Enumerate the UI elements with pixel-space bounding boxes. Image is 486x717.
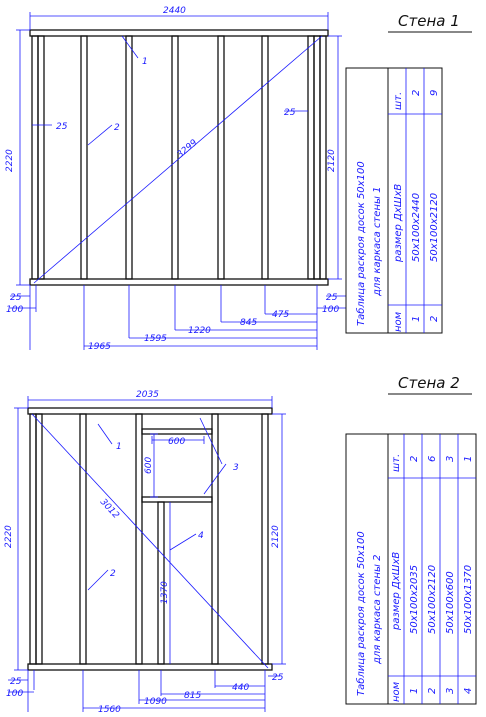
wall2-callout-3: 3 (233, 463, 239, 473)
wall2-dim-1560: 1560 (98, 705, 121, 715)
wall1-dim-bottom-left-25: 25 (10, 293, 22, 303)
wall2-table-header-num: ном (391, 681, 402, 702)
wall1-table-row1-num: 1 (411, 316, 422, 322)
wall1-table-row2-num: 2 (429, 316, 440, 322)
wall1-dim-1595: 1595 (144, 334, 167, 344)
wall2-table-row1-qty: 2 (409, 456, 420, 462)
wall2-callout-4: 4 (198, 531, 204, 541)
wall2-dim-815: 815 (184, 691, 201, 701)
wall2-dimension-labels: 2035 2220 2120 3012 600 600 1370 25 100 … (4, 390, 284, 715)
wall2-dim-diagonal: 3012 (98, 497, 121, 521)
wall2-table: Таблица раскроя досок 50x100 для каркаса… (345, 433, 477, 705)
wall1-dim-stud-right: 25 (284, 108, 296, 118)
wall1-dim-diagonal: 3299 (176, 138, 200, 161)
wall1-dim-height-left: 2220 (5, 149, 15, 172)
wall2-dim-opening-height: 600 (144, 457, 154, 474)
wall2-table-row2-size: 50x100x2120 (427, 565, 438, 634)
wall1-table-caption-1: Таблица раскроя досок 50x100 (355, 161, 367, 326)
wall1-dim-1220: 1220 (188, 326, 211, 336)
wall1-dim-stud-left: 25 (56, 122, 68, 132)
wall2-dim-1370: 1370 (160, 581, 170, 604)
wall2-dimensions (8, 396, 286, 712)
wall2-table-row3-size: 50x100x600 (445, 571, 456, 634)
wall2-dim-bottom-right-25: 25 (272, 673, 284, 683)
wall2-table-row4-size: 50x100x1370 (463, 565, 474, 634)
wall1-table-caption-2: для каркаса стены 1 (372, 187, 383, 297)
wall2-dim-bottom-left-100: 100 (6, 689, 23, 699)
wall1-dim-width: 2440 (163, 6, 186, 16)
wall1-table-row2-size: 50x100x2120 (429, 193, 440, 262)
wall1-table: Таблица раскроя досок 50x100 для каркаса… (345, 67, 443, 334)
wall1-table-row1-qty: 2 (411, 90, 422, 96)
wall1-frame (29, 29, 329, 286)
wall2-dim-opening-width: 600 (168, 437, 185, 447)
wall1-dimensions (10, 12, 346, 350)
wall2-dim-height-left: 2220 (4, 525, 14, 548)
wall1-dim-845: 845 (240, 318, 257, 328)
wall1-dim-bottom-left-100: 100 (6, 305, 23, 315)
wall2-title: Стена 2 (398, 374, 460, 392)
wall2-callout-1: 1 (116, 442, 122, 452)
wall2-dim-440: 440 (232, 683, 249, 693)
wall1-callout-1: 1 (142, 57, 148, 67)
wall2-table-row3-num: 3 (445, 688, 456, 694)
wall2-table-header-size: размер ДхШхВ (391, 552, 402, 631)
wall2-table-row4-num: 4 (463, 688, 474, 694)
wall1-dim-bottom-right-25: 25 (326, 293, 338, 303)
wall2-table-header-qty: шт. (391, 454, 402, 472)
wall1-dim-1965: 1965 (88, 342, 111, 352)
wall2-dim-width: 2035 (136, 390, 159, 400)
wall2-dim-bottom-left-25: 25 (10, 677, 22, 687)
wall2-dim-height-right: 2120 (271, 525, 281, 548)
wall2-table-row2-qty: 6 (427, 456, 438, 462)
wall2-table-row4-qty: 1 (463, 456, 474, 462)
wall1-dim-height-right: 2120 (327, 149, 337, 172)
wall2-table-row1-num: 1 (409, 688, 420, 694)
wall1-table-header-size: размер ДхШхВ (393, 184, 404, 263)
wall2-table-caption-1: Таблица раскроя досок 50x100 (355, 531, 367, 696)
wall1-dim-475: 475 (272, 310, 289, 320)
wall1-table-header-qty: шт. (393, 92, 404, 110)
wall2-table-caption-2: для каркаса стены 2 (372, 555, 383, 665)
wall1-table-row1-size: 50x100x2440 (411, 193, 422, 262)
wall1-dim-bottom-right-100: 100 (322, 305, 339, 315)
wall2-table-row1-size: 50x100x2035 (409, 565, 420, 634)
wall2-callout-2: 2 (110, 569, 116, 579)
wall1-table-row2-qty: 9 (429, 90, 440, 96)
wall2-table-row3-qty: 3 (445, 456, 456, 462)
wall2-dim-1090: 1090 (144, 697, 167, 707)
wall2-table-row2-num: 2 (427, 688, 438, 694)
wall1-table-header-num: ном (393, 311, 404, 332)
wall1-callout-2: 2 (114, 123, 120, 133)
wall2-frame (27, 407, 273, 671)
wall1-title: Стена 1 (398, 12, 460, 30)
